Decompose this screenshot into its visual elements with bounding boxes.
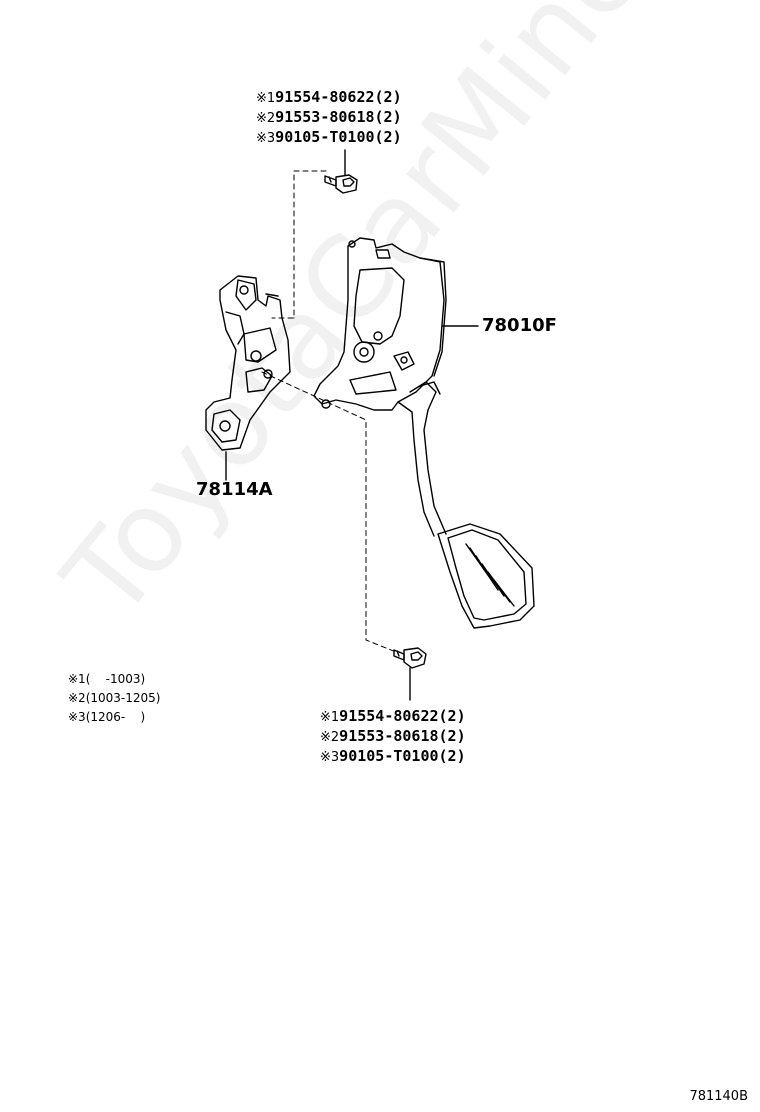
bolt-bottom-icon [393, 647, 427, 701]
callout-top-row: ※291553-80618(2) [256, 108, 402, 126]
callout-bottom-row: ※191554-80622(2) [320, 707, 466, 725]
note-row: ※3(1206- ) [68, 710, 146, 724]
callout-top-row: ※191554-80622(2) [256, 88, 402, 106]
pedal-assembly-78010f [313, 237, 535, 629]
bracket-78114a [205, 275, 291, 481]
callout-bottom-row: ※291553-80618(2) [320, 727, 466, 745]
label-78010f: 78010F [482, 315, 557, 336]
illustration-code: 781140B [689, 1089, 748, 1104]
dashed-guide-top [271, 170, 327, 319]
callout-top: ※191554-80622(2) ※291553-80618(2) ※39010… [256, 88, 402, 148]
bolt-top-icon [324, 149, 358, 194]
note-row: ※2(1003-1205) [68, 691, 161, 705]
callout-bottom-row: ※390105-T0100(2) [320, 747, 466, 765]
callout-bottom: ※191554-80622(2) ※291553-80618(2) ※39010… [320, 707, 466, 767]
callout-top-row: ※390105-T0100(2) [256, 128, 402, 146]
note-row: ※1( -1003) [68, 672, 146, 686]
dashed-guide-bottom [261, 371, 397, 653]
label-78114a: 78114A [196, 479, 273, 500]
production-date-notes: ※1( -1003) ※2(1003-1205) ※3(1206- ) [68, 670, 160, 727]
